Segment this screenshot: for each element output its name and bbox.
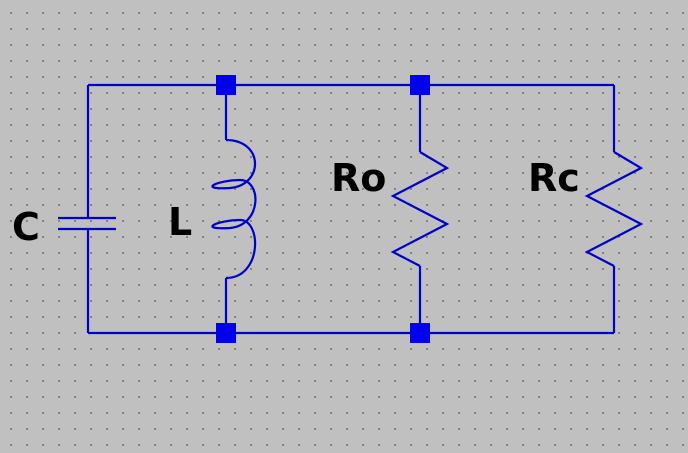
junction-node-top-inductor[interactable] xyxy=(216,75,236,95)
junction-node-bottom-inductor[interactable] xyxy=(216,323,236,343)
resistor-rc-label: Rc xyxy=(528,156,580,200)
capacitor-label: C xyxy=(12,205,40,249)
resistor-rc-body[interactable] xyxy=(584,151,644,267)
junction-node-top-ro[interactable] xyxy=(410,75,430,95)
resistor-ro-label: Ro xyxy=(331,156,387,200)
inductor-label: L xyxy=(168,200,193,244)
junction-node-bottom-ro[interactable] xyxy=(410,323,430,343)
inductor-coil[interactable] xyxy=(211,138,257,280)
resistor-ro-body[interactable] xyxy=(390,151,450,267)
